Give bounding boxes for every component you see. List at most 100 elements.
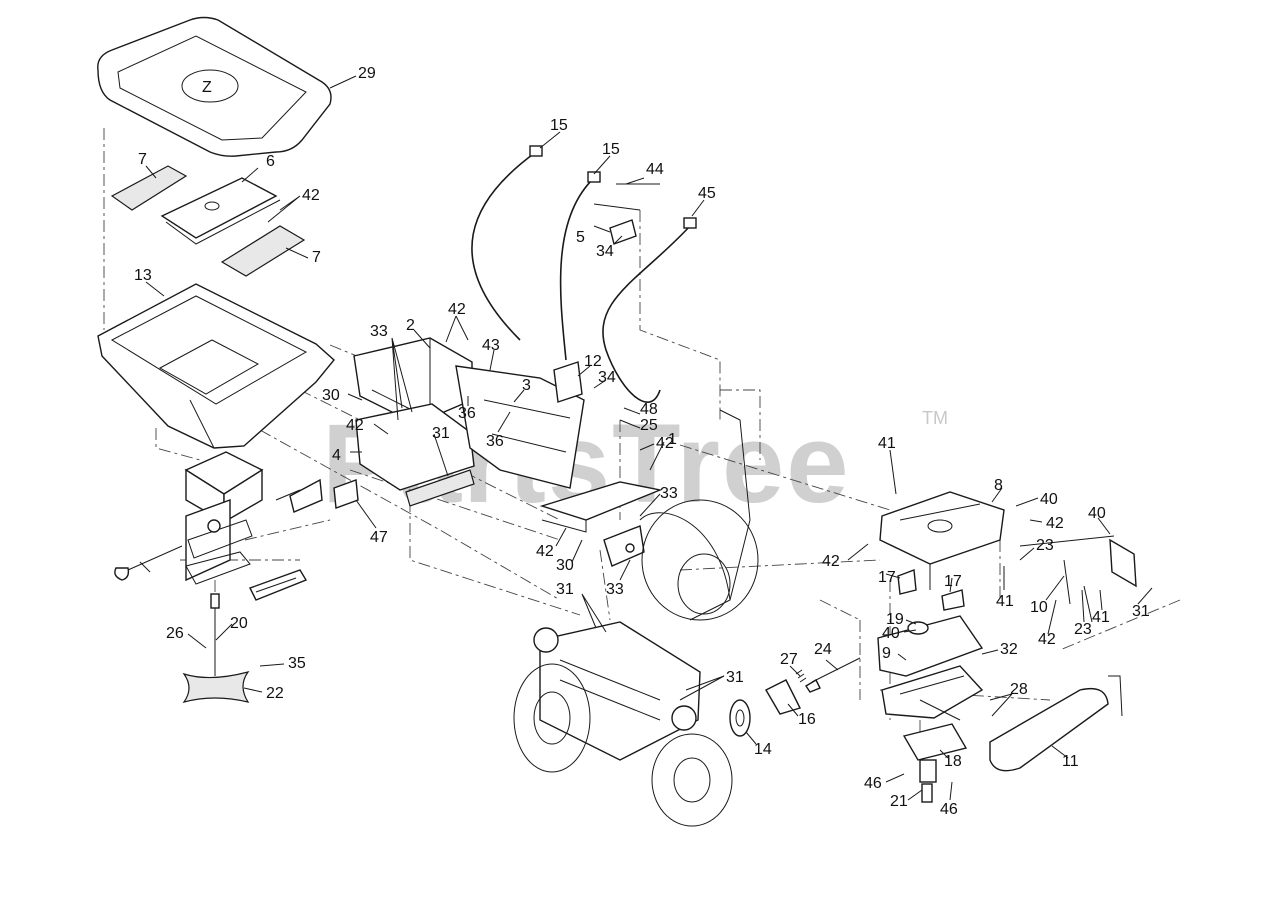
callout-2: 2: [406, 317, 415, 334]
callout-19: 19: [886, 611, 904, 628]
callout-23: 23: [1074, 621, 1092, 638]
callout-47: 47: [370, 529, 388, 546]
pivot-18: [902, 723, 968, 761]
callout-7: 7: [138, 151, 147, 168]
watermark-trademark: TM: [922, 408, 948, 428]
callout-42: 42: [448, 301, 466, 318]
pivot-bracket: [275, 478, 323, 513]
callout-3: 3: [522, 377, 531, 394]
screen-lower: [220, 225, 306, 277]
callout-33: 33: [370, 323, 388, 340]
label-decal: [333, 479, 359, 509]
callout-27: 27: [780, 651, 798, 668]
hopper-lid: Z: [97, 16, 332, 157]
callout-46: 46: [940, 801, 958, 818]
deflector-rod: [1019, 535, 1137, 623]
callout-42: 42: [656, 435, 674, 452]
screen-tray: [160, 177, 281, 245]
callout-31: 31: [1132, 603, 1150, 620]
callout-8: 8: [994, 477, 1003, 494]
callout-31: 31: [432, 425, 450, 442]
callout-15: 15: [602, 141, 620, 158]
hinge-17: [897, 569, 965, 611]
cables: [471, 145, 697, 403]
cable-clip: [593, 183, 660, 245]
callout-41: 41: [878, 435, 896, 452]
callout-23: 23: [1036, 537, 1054, 554]
callout-41: 41: [1092, 609, 1110, 626]
callout-labels: 29 7 6 42 7 13 15 15 44 45 5 34 42 2 33 …: [134, 65, 1150, 818]
callout-34: 34: [598, 369, 616, 386]
callout-12: 12: [584, 353, 602, 370]
callout-35: 35: [288, 655, 306, 672]
callout-40: 40: [882, 625, 900, 642]
gearbox-assembly: [184, 451, 264, 585]
callout-28: 28: [1010, 681, 1028, 698]
knob-19: [907, 621, 929, 635]
callout-42: 42: [1046, 515, 1064, 532]
callout-9: 9: [882, 645, 891, 662]
mower-chassis: [513, 409, 759, 827]
callout-26: 26: [166, 625, 184, 642]
callout-1: 1: [668, 431, 677, 448]
callout-20: 20: [230, 615, 248, 632]
callout-31: 31: [556, 581, 574, 598]
bracket-33: [603, 525, 645, 567]
callout-14: 14: [754, 741, 772, 758]
lid-logo: Z: [202, 79, 212, 96]
control-knob: [114, 545, 183, 581]
callout-18: 18: [944, 753, 962, 770]
callout-24: 24: [814, 641, 832, 658]
bracket-16: [765, 679, 801, 715]
callout-48: 48: [640, 401, 658, 418]
callout-33: 33: [606, 581, 624, 598]
callout-21: 21: [890, 793, 908, 810]
callout-42: 42: [536, 543, 554, 560]
callout-30: 30: [556, 557, 574, 574]
callout-15: 15: [550, 117, 568, 134]
mount-frame-1: [539, 481, 663, 533]
callout-43: 43: [482, 337, 500, 354]
callout-42: 42: [822, 553, 840, 570]
callout-4: 4: [332, 447, 341, 464]
callout-40: 40: [1088, 505, 1106, 522]
callout-32: 32: [1000, 641, 1018, 658]
callout-46: 46: [864, 775, 882, 792]
leader-lines: [145, 75, 1153, 801]
callout-41: 41: [996, 593, 1014, 610]
callout-17: 17: [944, 573, 962, 590]
callout-6: 6: [266, 153, 275, 170]
callout-29: 29: [358, 65, 376, 82]
callout-34: 34: [596, 243, 614, 260]
side-bracket: [249, 569, 308, 601]
callout-42: 42: [346, 417, 364, 434]
callout-16: 16: [798, 711, 816, 728]
chute-9: [877, 615, 984, 721]
spinner-plate: [182, 670, 250, 704]
callout-40: 40: [1040, 491, 1058, 508]
spring-27: [795, 669, 807, 683]
agitator-shaft: [210, 593, 220, 676]
callout-22: 22: [266, 685, 284, 702]
callout-10: 10: [1030, 599, 1048, 616]
callout-44: 44: [646, 161, 664, 178]
callout-13: 13: [134, 267, 152, 284]
deflector-plate-8: [879, 491, 1005, 590]
callout-25: 25: [640, 417, 658, 434]
mount-plate-4: [355, 403, 475, 507]
callout-36: 36: [458, 405, 476, 422]
callout-33: 33: [660, 485, 678, 502]
callout-31: 31: [726, 669, 744, 686]
callout-42: 42: [302, 187, 320, 204]
bracket-12: [553, 361, 583, 403]
wheel-14: [729, 699, 751, 737]
mount-frame-3: [455, 365, 585, 489]
bushing-21: [919, 759, 937, 803]
callout-17: 17: [878, 569, 896, 586]
screen-upper: [110, 165, 188, 211]
callout-11: 11: [1062, 753, 1079, 770]
linkage-rod-24: [805, 657, 861, 693]
callout-42: 42: [1038, 631, 1056, 648]
chute-deflector-11: [989, 675, 1123, 772]
